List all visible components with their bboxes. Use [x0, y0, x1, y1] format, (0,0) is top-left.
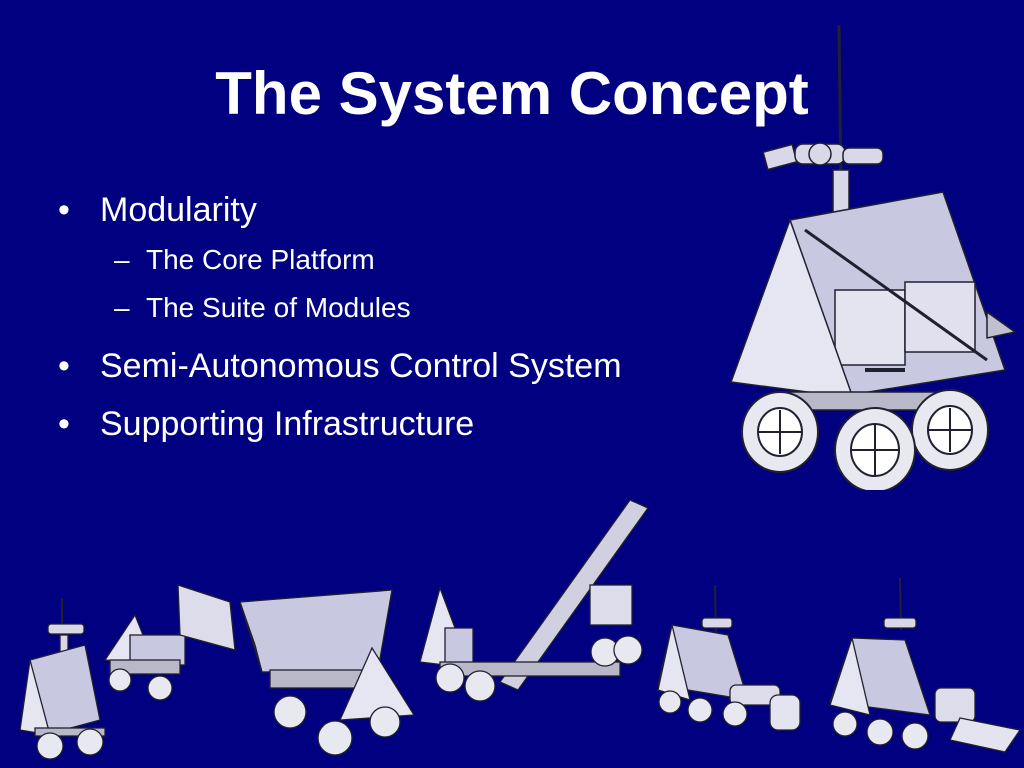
rover-variant-core — [19, 598, 106, 760]
bullet-item-infrastructure: • Supporting Infrastructure — [58, 402, 738, 446]
rover-variant-conveyor — [419, 499, 649, 702]
rover-variant-dump-bin — [239, 589, 416, 756]
sub-bullet-item-suite-of-modules: – The Suite of Modules — [58, 290, 738, 326]
rover-variant-plow — [103, 584, 236, 701]
sub-bullet-text: The Core Platform — [146, 244, 375, 275]
rover-modules-illustration — [19, 499, 1022, 760]
bullet-glyph: • — [58, 405, 70, 443]
sub-bullet-text: The Suite of Modules — [146, 292, 411, 323]
bullet-glyph: • — [58, 191, 70, 229]
slide-title: The System Concept — [215, 60, 809, 127]
bullet-text: Semi-Autonomous Control System — [100, 347, 622, 385]
rover-variant-bucket-arm — [829, 577, 1022, 753]
sub-bullet-item-core-platform: – The Core Platform — [58, 242, 738, 278]
bullet-text: Modularity — [100, 191, 257, 229]
bullet-item-modularity: • Modularity — [58, 188, 738, 232]
bullet-list: • Modularity – The Core Platform – The S… — [58, 188, 738, 460]
bullet-item-control-system: • Semi-Autonomous Control System — [58, 344, 738, 388]
dash-glyph: – — [114, 292, 130, 323]
bullet-text: Supporting Infrastructure — [100, 405, 475, 443]
bullet-glyph: • — [58, 347, 70, 385]
dash-glyph: – — [114, 244, 130, 275]
sub-bullet-list: – The Core Platform – The Suite of Modul… — [58, 242, 738, 326]
core-platform-rover-illustration — [729, 24, 1017, 490]
rover-variant-scoop-arm — [657, 584, 801, 731]
